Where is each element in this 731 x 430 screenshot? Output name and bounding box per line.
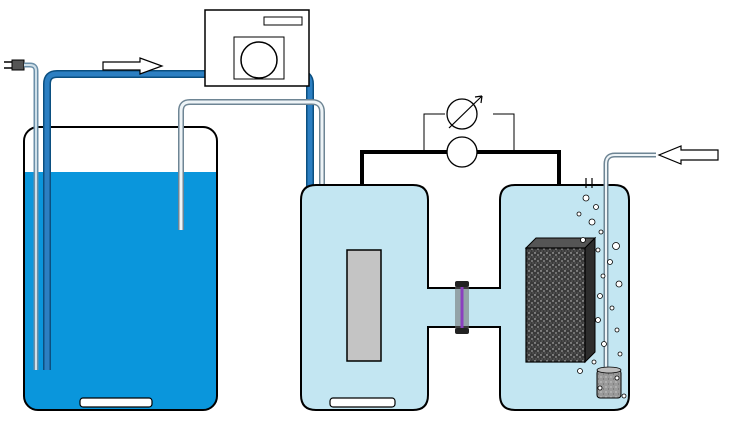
plug-icon [4,59,39,370]
air-inflow-arrow [657,145,719,165]
reservoir-base-plate [79,397,153,408]
electrode-rod [346,249,382,362]
air-bubble [593,204,599,210]
meters [423,95,515,168]
air-bubble [588,218,596,226]
air-bubble [595,317,601,323]
air-bubbles [576,194,627,399]
pump-rotor [240,41,278,79]
air-line [585,152,656,370]
air-bubble [595,247,601,253]
air-bubble [614,327,620,333]
air-bubble [591,359,597,365]
variable-resistor-icon [446,98,478,130]
peristaltic-pump [204,9,310,87]
air-bubble [597,385,603,391]
voltmeter-icon [446,136,478,168]
proton-exchange-membrane [455,281,469,334]
air-bubble [576,211,582,217]
air-bubble [614,375,620,381]
liquid-inflow-arrow [102,57,164,75]
reservoir-tank [23,126,218,411]
air-bubble [621,393,627,399]
air-bubble [615,280,623,288]
air-bubble [598,229,604,235]
return-tube [178,99,325,400]
air-bubble [597,293,603,299]
air-bubble [617,351,623,357]
air-bubble [607,259,613,265]
porous-electrode [524,236,597,364]
air-bubble [600,273,606,279]
air-bubble [609,305,615,311]
reservoir-liquid [24,172,217,410]
pump-display [263,16,303,26]
air-diffuser [596,366,622,399]
air-bubble [601,341,607,347]
air-bubble [580,237,586,243]
air-bubble [577,368,583,374]
air-bubble [582,194,590,202]
air-bubble [612,242,620,250]
reservoir-outline [23,126,218,411]
anode-base-plate [329,397,396,408]
